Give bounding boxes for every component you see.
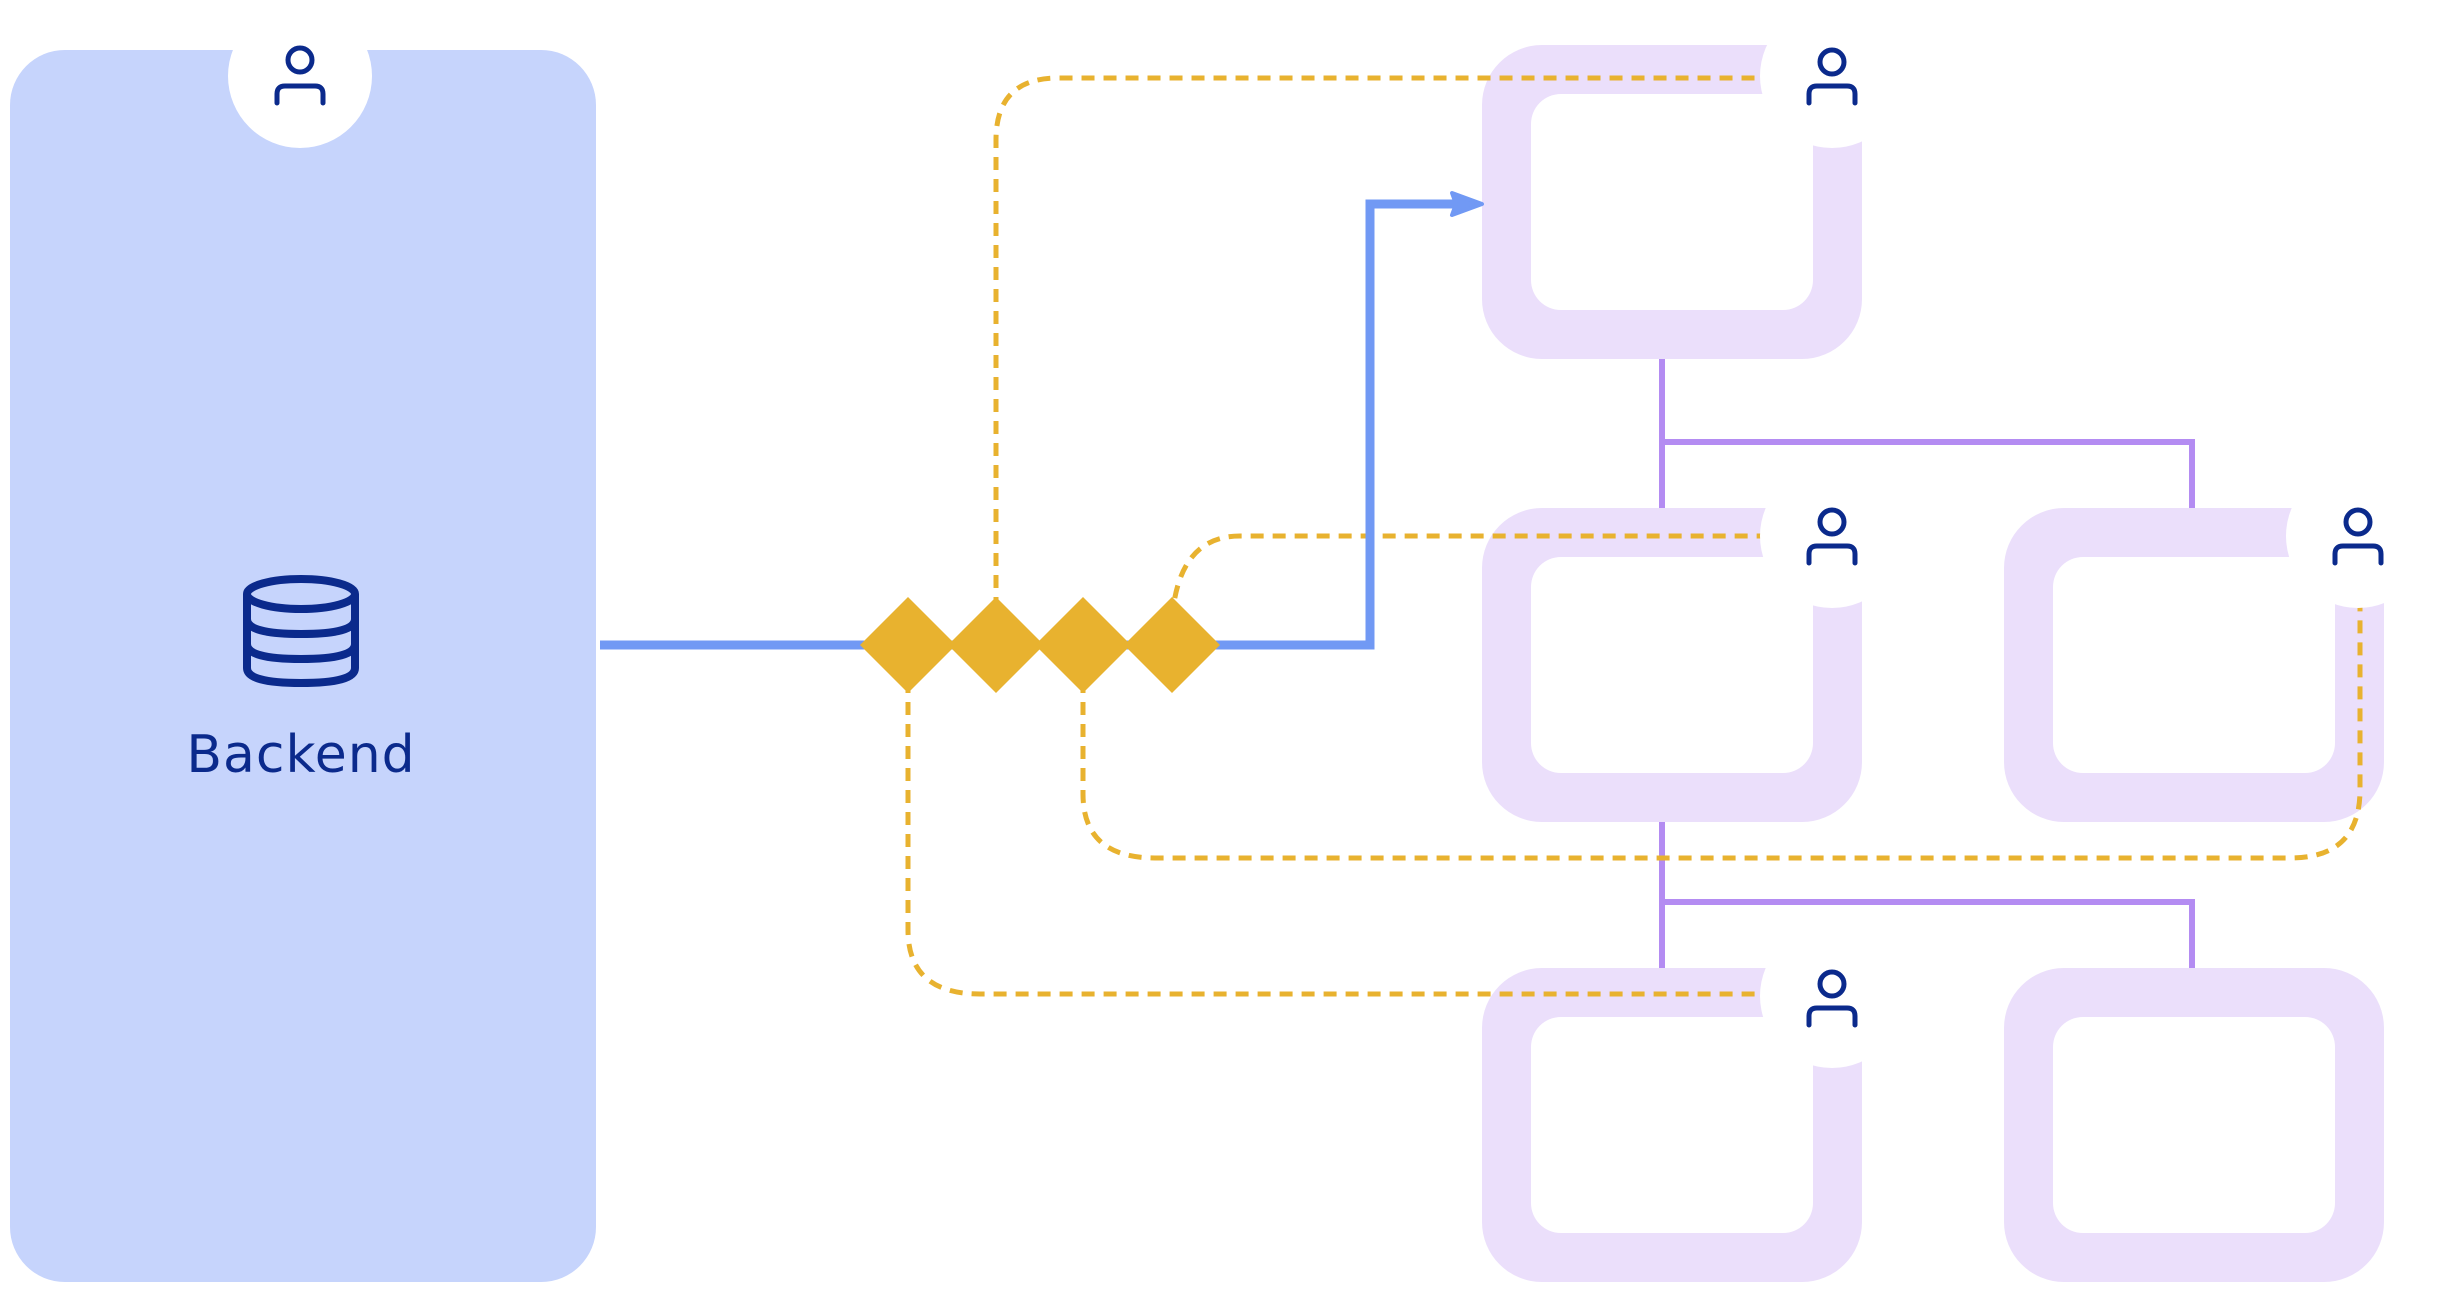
node-bottom-right[interactable] [2004,968,2384,1282]
dashed-link-mid-right [1080,590,2363,861]
user-icon [1806,507,1858,566]
arrow-head-icon [1450,191,1484,217]
user-icon [274,45,326,106]
dashed-link-bottom-left [905,680,1782,997]
diamond-icon [1035,597,1131,693]
hierarchy-lines [1659,357,2195,970]
backend-label: Backend [186,725,415,785]
node-top-user-badge [1760,4,1904,148]
diamond-icon [948,597,1044,693]
database-icon [243,575,359,688]
node-top[interactable] [1482,45,1862,359]
user-icon [2332,507,2384,566]
backend-panel[interactable] [10,50,596,1282]
user-icon [1806,969,1858,1028]
node-mid-right-user-badge [2286,464,2430,608]
flow-line [600,191,1484,650]
diamond-icon [1124,597,1220,693]
dashed-connections [905,75,2363,997]
connector-diamonds [860,597,1220,693]
backend-user-badge [228,4,372,148]
diamond-icon [860,597,956,693]
node-bottom-left[interactable] [1482,968,1862,1282]
node-bottom-left-user-badge [1760,924,1904,1068]
node-mid-right[interactable] [2004,508,2384,822]
node-mid-left-user-badge [1760,464,1904,608]
user-icon [1806,47,1858,106]
dashed-link-mid-left [1169,533,1782,621]
node-mid-left[interactable] [1482,508,1862,822]
